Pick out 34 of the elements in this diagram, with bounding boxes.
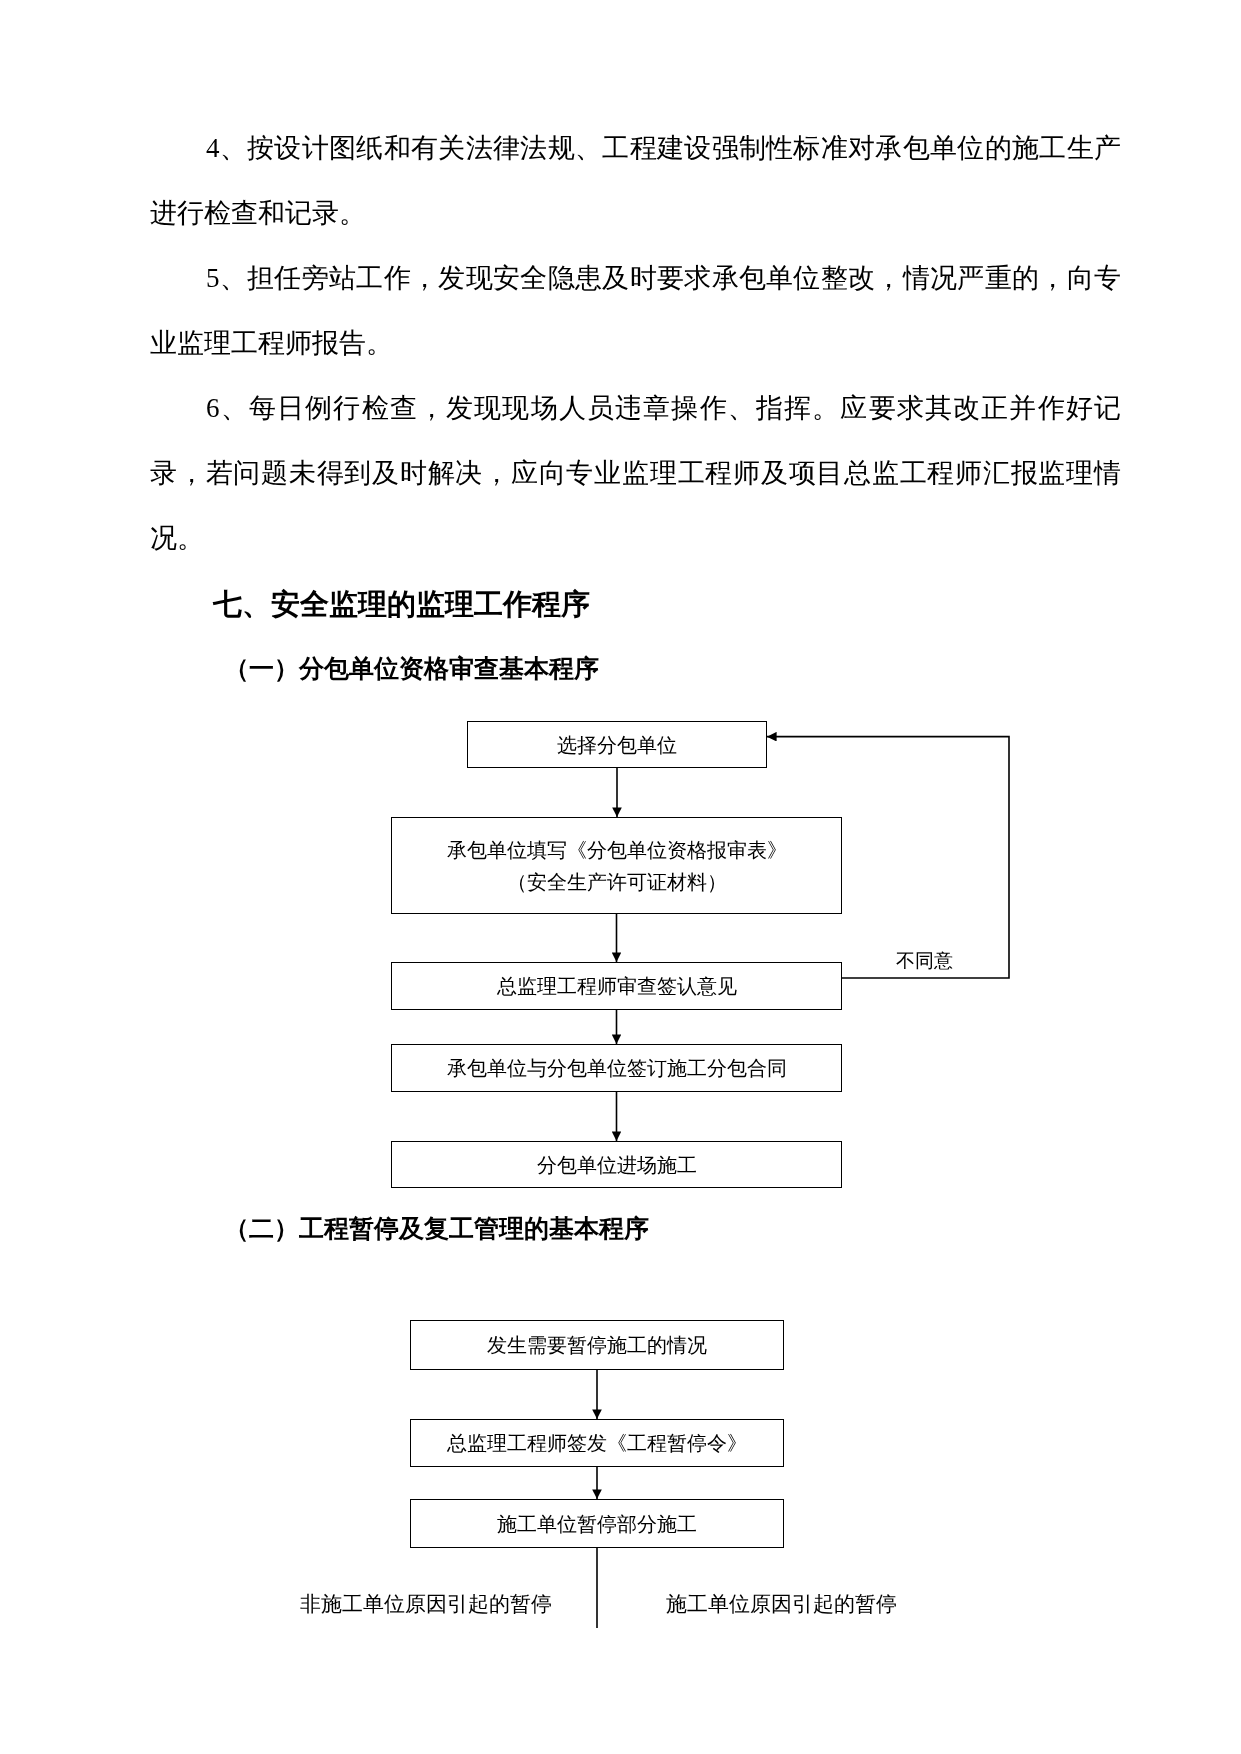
box-text: 承包单位与分包单位签订施工分包合同	[446, 1056, 787, 1081]
box-text: 承包单位填写《分包单位资格报审表》	[446, 837, 787, 863]
box-text: 总监理工程师审查签认意见	[496, 974, 737, 999]
paragraph: 5、担任旁站工作，发现安全隐患及时要求承包单位整改，情况严重的，向专业监理工程师报告。	[150, 262, 1121, 360]
box-text: 发生需要暂停施工的情况	[487, 1333, 707, 1358]
box-text: （安全生产许可证材料）	[506, 869, 727, 895]
section-heading: （二）工程暂停及复工管理的基本程序	[224, 1213, 649, 1245]
arrow	[592, 1369, 602, 1420]
box-text: 施工单位暂停部分施工	[497, 1511, 697, 1537]
box-text: 分包单位进场施工	[536, 1152, 697, 1178]
branch-label: 施工单位原因引起的暂停	[666, 1591, 897, 1618]
section-heading: 七、安全监理的监理工作程序	[213, 586, 590, 623]
arrow	[592, 1466, 602, 1500]
process-box	[410, 1419, 784, 1467]
process-box	[410, 1499, 784, 1548]
edge-label: 不同意	[895, 949, 953, 973]
process-box	[391, 1141, 842, 1188]
arrow	[766, 731, 1010, 979]
process-box	[391, 962, 842, 1010]
arrow	[611, 913, 622, 963]
arrow	[612, 767, 622, 818]
process-box	[391, 1044, 842, 1092]
arrow	[611, 1009, 622, 1045]
paragraph: 6、每日例行检查，发现现场人员违章操作、指挥。应要求其改正并作好记录，若问题未得到及时解决，应向专业监理工程师及项目总监工程师汇报监理情况。	[150, 392, 1121, 555]
box-text: 总监理工程师签发《工程暂停令》	[447, 1431, 747, 1456]
process-box	[410, 1320, 784, 1370]
process-box	[391, 817, 842, 914]
box-text: 选择分包单位	[557, 732, 677, 758]
process-box	[467, 721, 767, 768]
branch-label: 非施工单位原因引起的暂停	[300, 1591, 552, 1618]
paragraph: 4、按设计图纸和有关法律法规、工程建设强制性标准对承包单位的施工生产进行检查和记录。	[150, 132, 1121, 230]
section-heading: （一）分包单位资格审查基本程序	[224, 653, 599, 685]
arrow	[611, 1091, 622, 1142]
connector-line	[596, 1547, 598, 1629]
